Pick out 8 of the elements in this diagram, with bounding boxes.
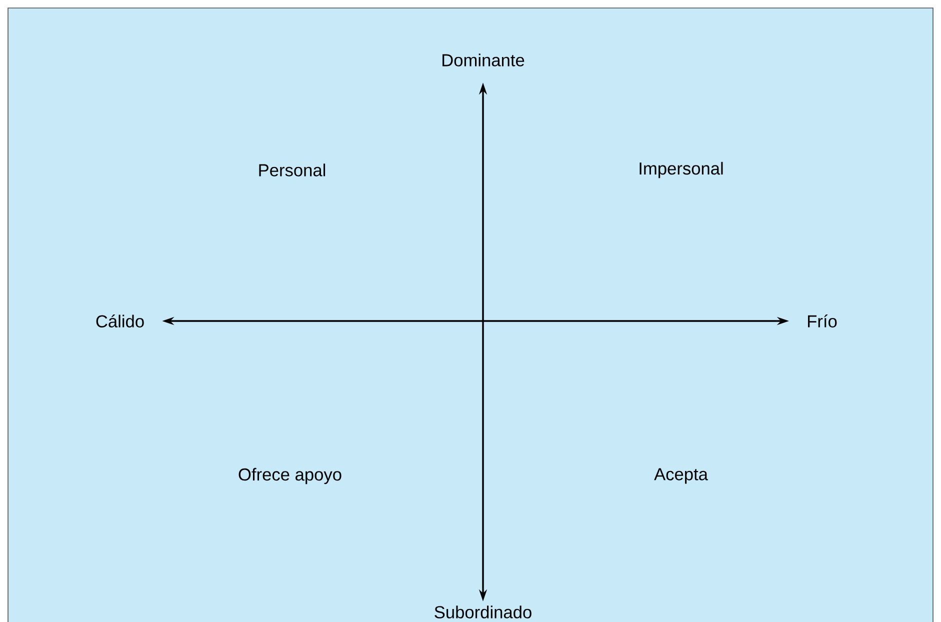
axis-label: Dominante	[442, 54, 524, 66]
quadrant-label: Impersonal	[640, 162, 723, 178]
quadrant-label: Personal	[259, 164, 326, 176]
quadrant-label: Acepta	[654, 468, 708, 484]
axis-label: Subordinado	[434, 606, 532, 618]
axis-label: Cálido	[96, 314, 144, 328]
quadrant-label: Ofrece apoyo	[238, 468, 342, 484]
axis-label: Frío	[808, 314, 837, 328]
